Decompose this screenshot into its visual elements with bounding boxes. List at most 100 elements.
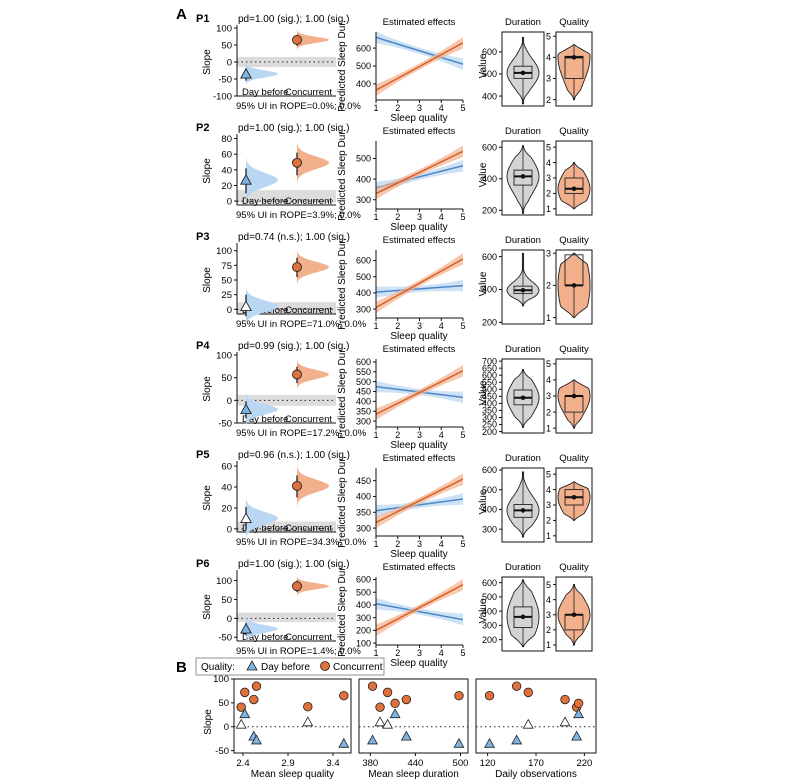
effects-y-axis-label: Predicted Sleep Dur. <box>337 565 348 657</box>
day-before-point <box>522 718 534 729</box>
scatter-frame <box>233 678 352 754</box>
duration-violin-shape <box>506 145 540 214</box>
x-category-label: Concurrent <box>285 632 332 643</box>
effects-x-tick-label: 4 <box>439 539 444 549</box>
day-before-fit-line <box>376 498 463 512</box>
effects-y-tick-label: 300 <box>356 416 371 426</box>
concurrent-point <box>573 698 584 709</box>
quality-y-tick-label: 2 <box>546 516 551 526</box>
violin-column-title: Quality <box>559 17 589 28</box>
quality-y-tick-label: 1 <box>546 313 551 323</box>
y-tick-label: 50 <box>221 41 232 52</box>
effects-x-tick-label: 4 <box>439 212 444 222</box>
effects-x-tick-label: 2 <box>395 648 400 658</box>
panel-b-letter: B <box>176 659 187 676</box>
duration-median-point <box>520 174 526 179</box>
day-before-point <box>573 708 585 719</box>
violin-column-title: Duration <box>505 126 541 137</box>
quality-y-tick-label: 4 <box>546 158 551 168</box>
effects-y-tick-label: 500 <box>356 61 371 71</box>
duration-y-tick-label: 500 <box>482 592 497 602</box>
violin-column-title: Quality <box>559 344 589 355</box>
scatter-x-axis-label: Mean sleep duration <box>368 769 459 780</box>
duration-frame <box>501 31 545 107</box>
concurrent-point <box>303 701 313 712</box>
effects-y-tick-label: 400 <box>356 600 371 610</box>
quality-y-tick-label: 3 <box>546 173 551 183</box>
quality-y-tick-label: 2 <box>546 625 551 635</box>
legend-day-before-label: Day before <box>261 662 310 673</box>
effects-x-tick-label: 3 <box>417 212 422 222</box>
effects-x-tick-label: 4 <box>439 103 444 113</box>
scatter-x-tick-label: 2.9 <box>281 758 294 769</box>
day-before-point <box>559 716 571 727</box>
concurrent-point <box>511 681 522 691</box>
y-tick-label: 50 <box>221 276 232 287</box>
participant-label: P6 <box>196 558 209 570</box>
x-category-label: Concurrent <box>285 305 332 316</box>
effects-y-tick-label: 600 <box>356 575 371 585</box>
effects-title: Estimated effects <box>383 453 456 464</box>
quality-median-point <box>571 612 577 618</box>
duration-y-tick-label: 600 <box>482 578 497 588</box>
violin-y-axis-label: Value <box>478 489 489 514</box>
effects-x-tick-label: 3 <box>417 648 422 658</box>
effects-x-tick-label: 1 <box>373 103 378 113</box>
effects-title: Estimated effects <box>383 562 456 573</box>
effects-plot-area <box>376 145 463 200</box>
effects-x-tick-label: 5 <box>460 212 465 222</box>
duration-median-point <box>520 508 526 513</box>
scatter-y-tick-label: -50 <box>215 746 229 757</box>
x-category-label: Concurrent <box>285 196 332 207</box>
participant-label: P5 <box>196 449 209 461</box>
effects-x-axis-label: Sleep quality <box>390 331 447 342</box>
scatter-x-tick-label: 2.4 <box>236 758 249 769</box>
rope-band <box>237 190 336 203</box>
day-before-fit-line <box>376 602 463 621</box>
duration-frame <box>501 576 545 652</box>
day-before-point <box>251 734 262 745</box>
scatter-x-tick-label: 220 <box>576 758 592 769</box>
duration-median-point <box>520 70 526 76</box>
day-before-point <box>338 737 350 748</box>
pd-annotation: pd=1.00 (sig.); 1.00 (sig.) <box>238 559 349 570</box>
day-before-point <box>484 737 496 748</box>
effects-y-axis-label: Predicted Sleep Dur. <box>337 20 348 112</box>
effects-title: Estimated effects <box>383 235 456 246</box>
duration-y-tick-label: 650 <box>482 363 497 373</box>
quality-median-point <box>571 494 577 500</box>
effects-y-tick-label: 300 <box>356 304 371 314</box>
concurrent-posterior-density <box>297 250 329 284</box>
day_before-posterior-density <box>246 393 278 426</box>
effects-x-tick-label: 4 <box>439 321 444 331</box>
effects-x-tick-label: 5 <box>460 539 465 549</box>
y-axis-label: Slope <box>202 267 213 293</box>
quality-y-tick-label: 4 <box>546 375 551 385</box>
quality-median-point <box>571 186 577 192</box>
x-category-label: Day before <box>242 87 288 98</box>
concurrent-point <box>375 702 385 712</box>
scatter-x-tick-label: 3.4 <box>326 758 339 769</box>
day_before-posterior-density <box>246 63 278 85</box>
effects-x-axis-label: Sleep quality <box>390 113 447 124</box>
quality-y-tick-label: 5 <box>546 359 551 369</box>
y-tick-label: -100 <box>213 92 232 103</box>
duration-y-tick-label: 400 <box>482 174 497 184</box>
day-before-fit-line <box>376 284 463 293</box>
day-before-point <box>453 737 465 748</box>
effects-y-tick-label: 300 <box>356 613 371 623</box>
y-tick-label: 0 <box>227 396 232 407</box>
y-tick-label: 100 <box>216 351 232 362</box>
quality-y-tick-label: 3 <box>546 500 551 510</box>
participant-label: P2 <box>196 122 209 134</box>
concurrent-point <box>382 687 393 698</box>
violin-column-title: Duration <box>505 235 541 246</box>
